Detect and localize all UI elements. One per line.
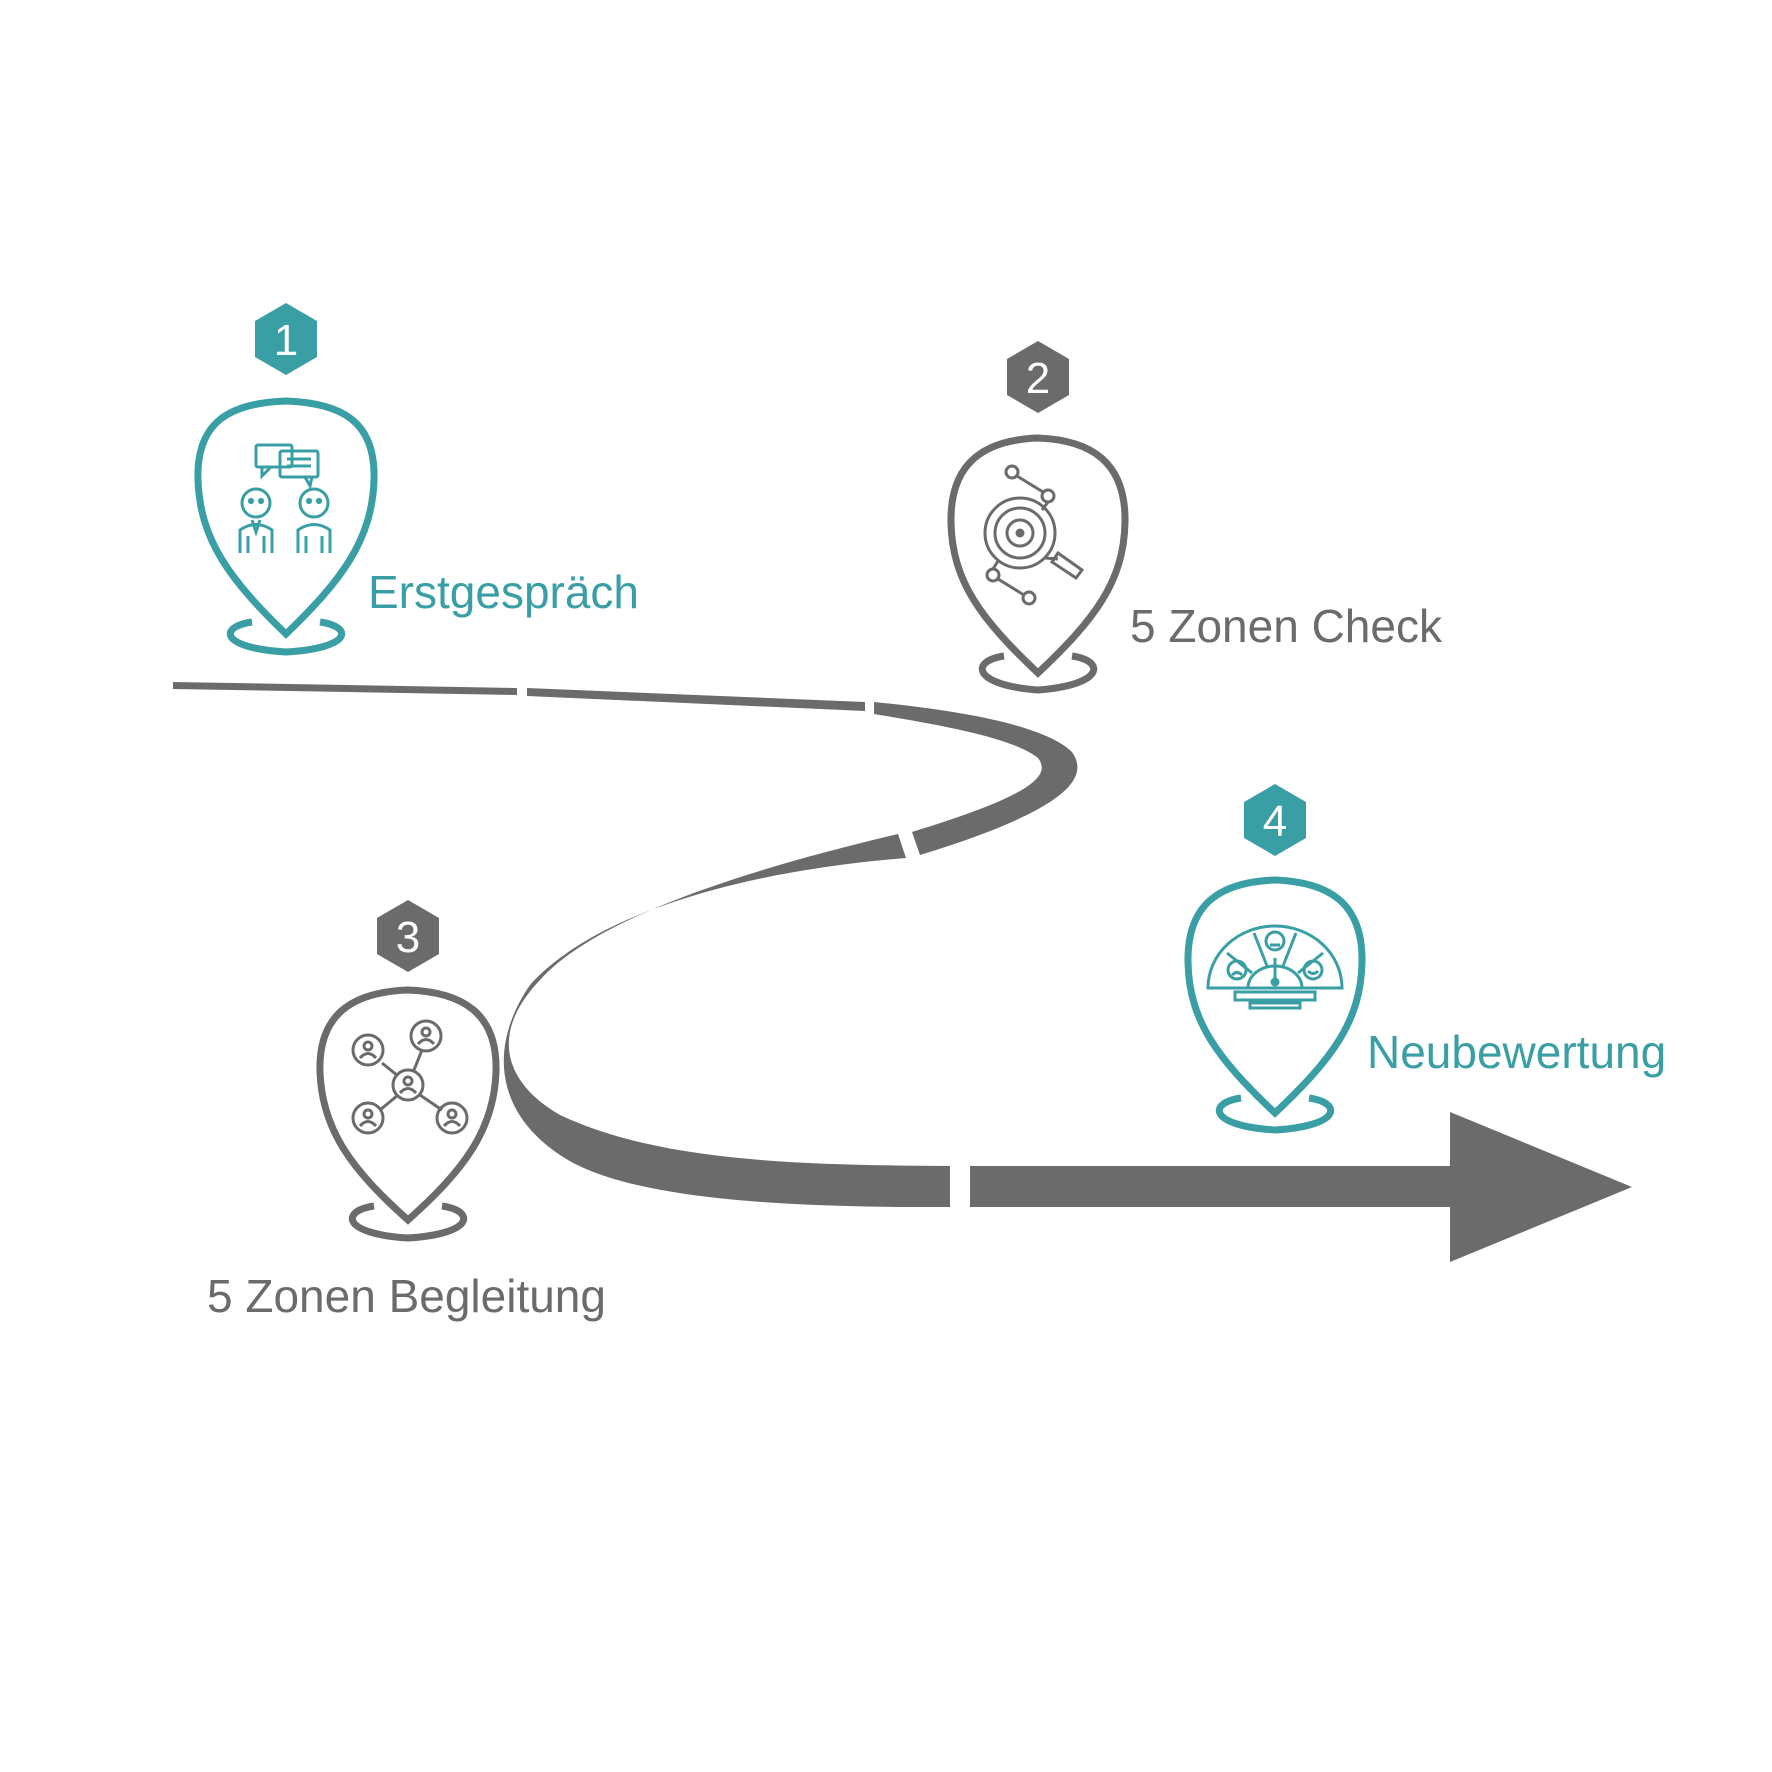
roadmap-path	[173, 682, 1632, 1262]
step-label: 5 Zonen Check	[1130, 600, 1443, 652]
pin-ground-ring	[978, 652, 1098, 694]
pin-ground-ring	[348, 1202, 468, 1242]
step-number-badge	[1007, 341, 1069, 413]
step-4: 4 Neubewertung	[1184, 784, 1666, 1134]
step-number-badge	[255, 303, 317, 375]
pin-ground-ring	[226, 618, 346, 656]
network-people-icon	[351, 1019, 469, 1135]
satisfaction-gauge-icon	[1206, 924, 1344, 1010]
step-number: 3	[396, 913, 420, 962]
step-2: 2 5 Zonen Check	[947, 341, 1443, 694]
step-number-badge	[1244, 784, 1306, 856]
location-pin	[194, 397, 378, 639]
step-label: Neubewertung	[1367, 1026, 1666, 1078]
step-number: 2	[1026, 354, 1050, 403]
location-pin	[1184, 876, 1366, 1118]
location-pin	[316, 986, 500, 1225]
pin-ground-ring	[1215, 1094, 1335, 1134]
location-pin	[947, 434, 1129, 678]
step-number: 1	[274, 316, 298, 365]
step-number-badge	[377, 900, 439, 972]
step-1: 1 Erstgespräch	[194, 303, 639, 656]
analysis-magnifier-icon	[983, 464, 1085, 606]
step-label: Erstgespräch	[368, 566, 639, 618]
step-3: 3 5 Zonen Begleitung	[207, 900, 606, 1322]
step-number: 4	[1263, 797, 1287, 846]
step-label: 5 Zonen Begleitung	[207, 1270, 606, 1322]
conversation-icon	[238, 443, 332, 553]
